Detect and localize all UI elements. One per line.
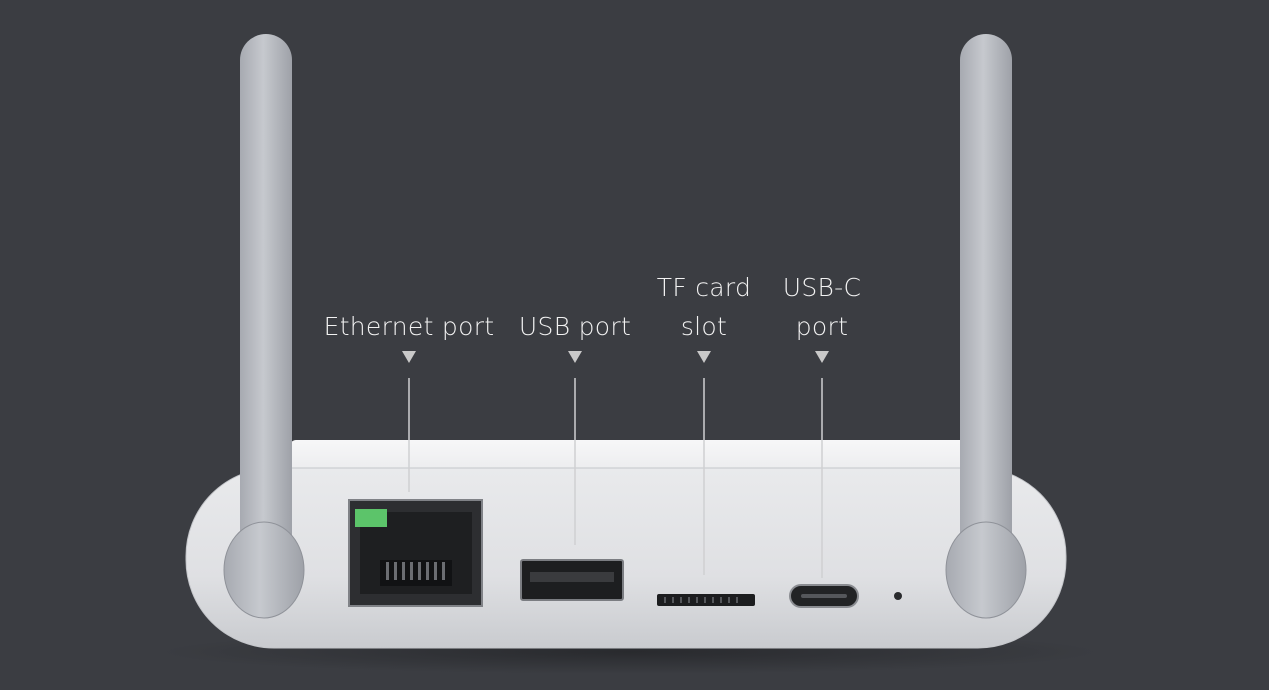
antenna-left [223, 34, 305, 619]
label-line: TF card [656, 273, 752, 302]
label-usb-c-port: USB-C port [766, 268, 878, 346]
pointer-tf [697, 351, 711, 575]
reset-pinhole [894, 592, 902, 600]
label-line: slot [680, 312, 728, 341]
tf-card-slot [657, 594, 755, 606]
label-line: USB port [518, 312, 632, 341]
pointer-usbc [815, 351, 829, 578]
ethernet-jack [348, 499, 483, 607]
pointer-usb [568, 351, 582, 545]
usb-c-port [789, 584, 859, 608]
label-usb-port: USB port [507, 307, 643, 346]
antenna-right [945, 34, 1027, 619]
pointer-ethernet [402, 351, 416, 492]
label-ethernet-port: Ethernet port [309, 307, 509, 346]
label-tf-card-slot: TF card slot [644, 268, 764, 346]
ethernet-led [355, 509, 387, 527]
label-line: Ethernet port [323, 312, 495, 341]
router-body [186, 468, 1066, 648]
label-line: port [795, 312, 849, 341]
usb-a-port [520, 559, 624, 601]
label-line: USB-C [782, 273, 862, 302]
